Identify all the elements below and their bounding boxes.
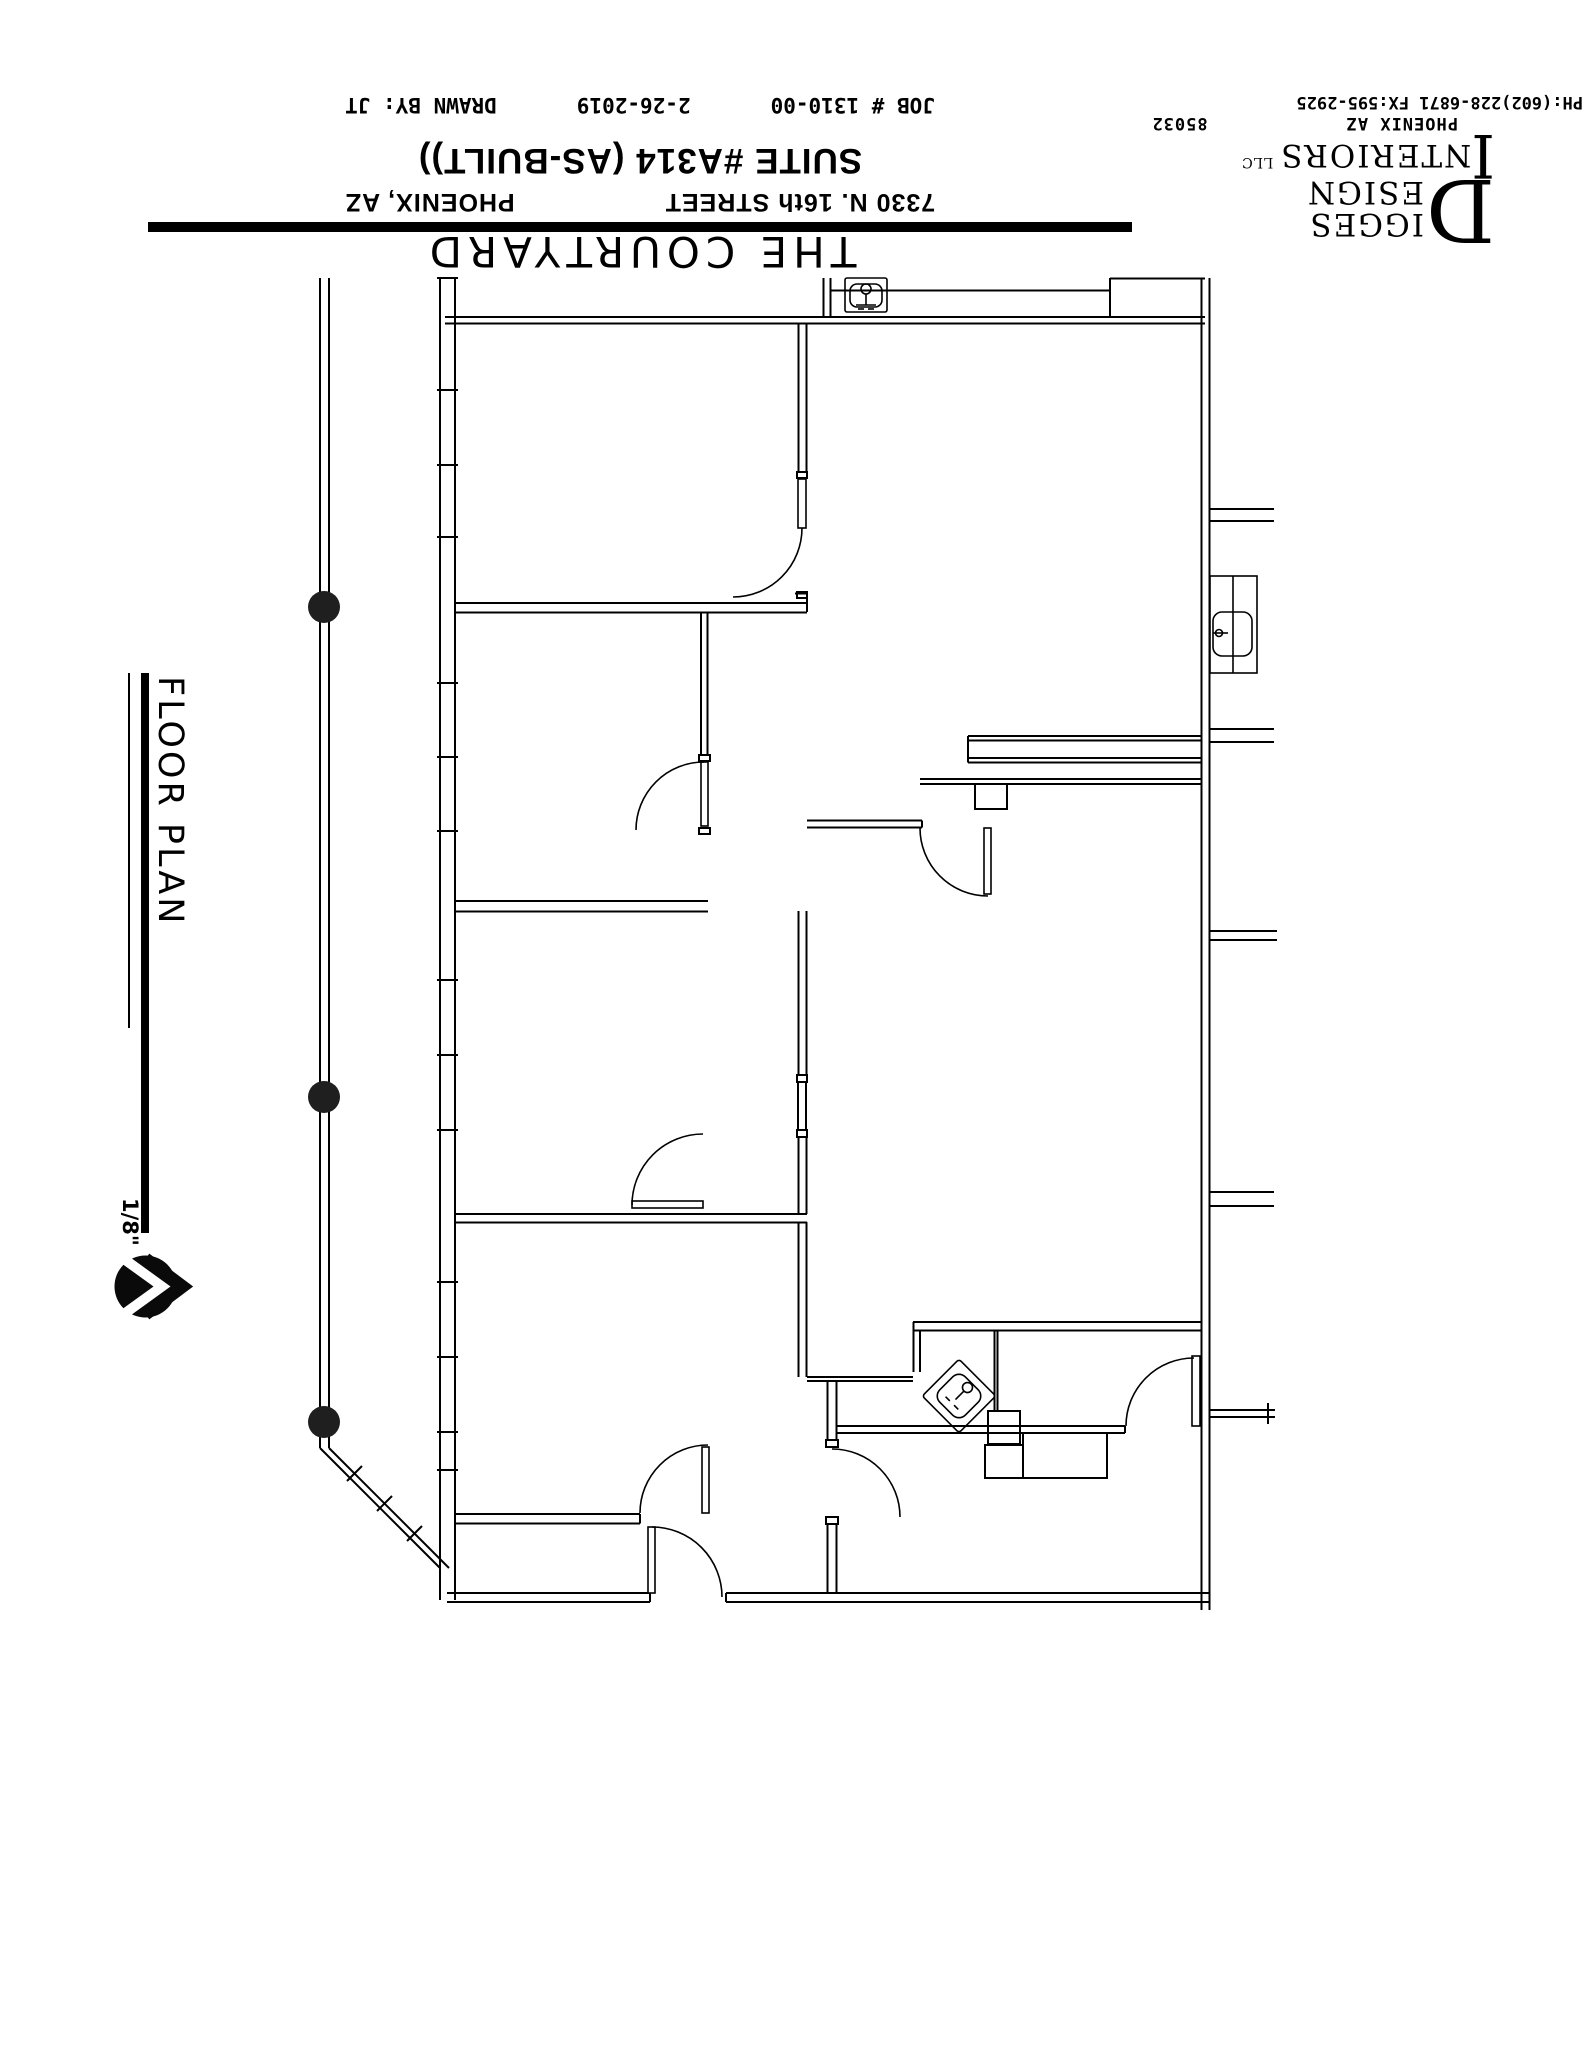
wall-south bbox=[447, 1592, 1210, 1603]
corridor-wall-middle bbox=[796, 911, 808, 1214]
corridor-wall-upper bbox=[796, 323, 808, 599]
door-lower-right bbox=[831, 1448, 901, 1518]
column-bubbles bbox=[308, 591, 340, 1438]
wall-office3-south bbox=[455, 1213, 807, 1224]
wall-office1-south bbox=[455, 592, 808, 614]
door-closet bbox=[1125, 1355, 1201, 1427]
wall-office2-east bbox=[698, 612, 711, 835]
entry-door bbox=[647, 1526, 723, 1598]
grid-line bbox=[319, 278, 450, 1569]
window-wall-west bbox=[437, 277, 458, 1600]
door-break-area bbox=[919, 827, 992, 897]
water-heater bbox=[1209, 575, 1258, 674]
door-office3 bbox=[631, 1133, 704, 1209]
corridor-wall-lower bbox=[797, 1222, 913, 1593]
vestibule-wall bbox=[455, 1513, 641, 1525]
door-vestibule bbox=[639, 1444, 710, 1514]
door-office1 bbox=[732, 478, 807, 598]
wall-office2-south bbox=[455, 900, 708, 913]
drinking-fountain bbox=[844, 277, 888, 313]
door-office2 bbox=[635, 761, 709, 831]
wall-east bbox=[1200, 278, 1277, 1610]
wall-north bbox=[445, 277, 1205, 325]
label-rule-thin bbox=[128, 673, 130, 1028]
mop-sink bbox=[922, 1359, 996, 1433]
north-arrow-icon bbox=[114, 1253, 194, 1320]
break-area-walls bbox=[807, 735, 1201, 829]
label-rule-thick bbox=[141, 673, 149, 1233]
closet-room-walls bbox=[837, 1321, 1201, 1479]
